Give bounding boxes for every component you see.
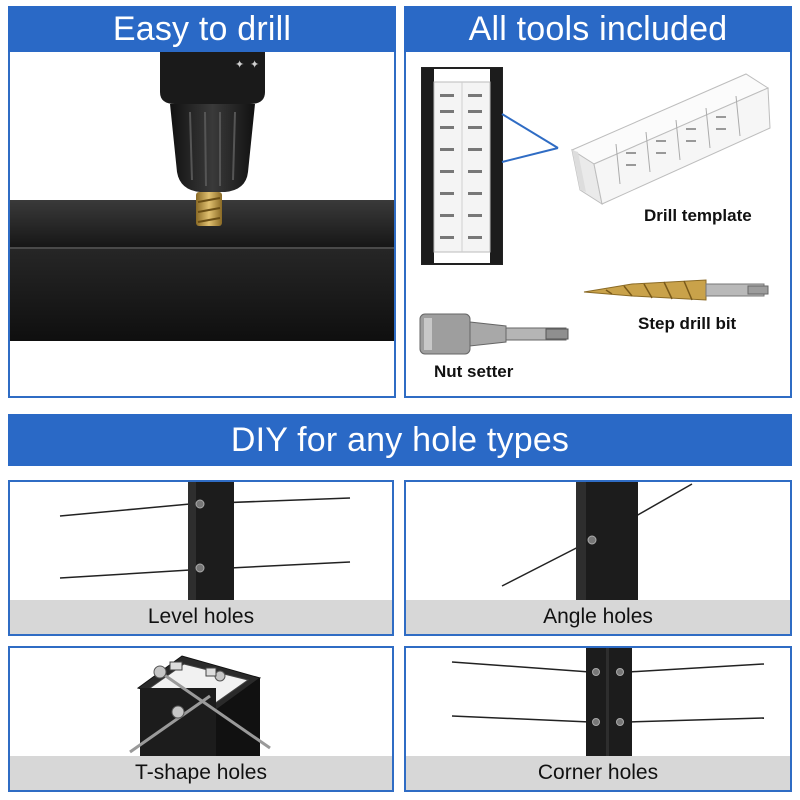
- diy-banner: DIY for any hole types: [8, 414, 792, 466]
- nut-setter-label: Nut setter: [434, 362, 514, 381]
- tools-banner: All tools included: [404, 6, 792, 52]
- angle-holes-caption: Angle holes: [406, 600, 790, 634]
- step-drill-bit: [583, 279, 769, 301]
- step-drill-bit-label: Step drill bit: [638, 314, 737, 333]
- tshape-holes-illustration: [129, 655, 271, 758]
- drill-body: [160, 52, 265, 104]
- corner-holes-illustration: [451, 648, 765, 758]
- easy-to-drill-panel: ✦ ✦: [8, 52, 396, 398]
- tools-title: All tools included: [468, 9, 728, 48]
- post: [576, 482, 638, 602]
- svg-text:✦: ✦: [235, 58, 244, 71]
- angle-holes-label: Angle holes: [543, 605, 653, 628]
- tshape-holes-label: T-shape holes: [135, 761, 267, 784]
- diy-title: DIY for any hole types: [230, 420, 570, 459]
- easy-to-drill-title: Easy to drill: [112, 9, 292, 48]
- level-holes-label: Level holes: [147, 605, 255, 628]
- tools-illustration: [419, 67, 771, 355]
- level-holes-caption: Level holes: [10, 600, 392, 634]
- drill-template: [570, 73, 771, 206]
- drill-template-label: Drill template: [644, 206, 752, 225]
- square-tube-front: [10, 249, 394, 341]
- tshape-holes-panel: T-shape holes: [8, 646, 394, 792]
- angle-holes-panel: Angle holes: [404, 480, 792, 636]
- corner-holes-panel: Corner holes: [404, 646, 792, 792]
- level-holes-illustration: [59, 482, 351, 602]
- tshape-holes-caption: T-shape holes: [10, 756, 392, 790]
- corner-holes-label: Corner holes: [537, 761, 659, 784]
- corner-holes-caption: Corner holes: [406, 756, 790, 790]
- easy-to-drill-banner: Easy to drill: [8, 6, 396, 52]
- angle-holes-illustration: [501, 482, 693, 602]
- svg-text:✦: ✦: [250, 58, 259, 71]
- tools-panel: Drill template Step drill bit Nut setter: [404, 52, 792, 398]
- level-holes-panel: Level holes: [8, 480, 394, 636]
- nut-setter: [419, 313, 569, 355]
- drill-illustration: ✦ ✦: [10, 52, 394, 341]
- drill-chuck: [170, 104, 255, 192]
